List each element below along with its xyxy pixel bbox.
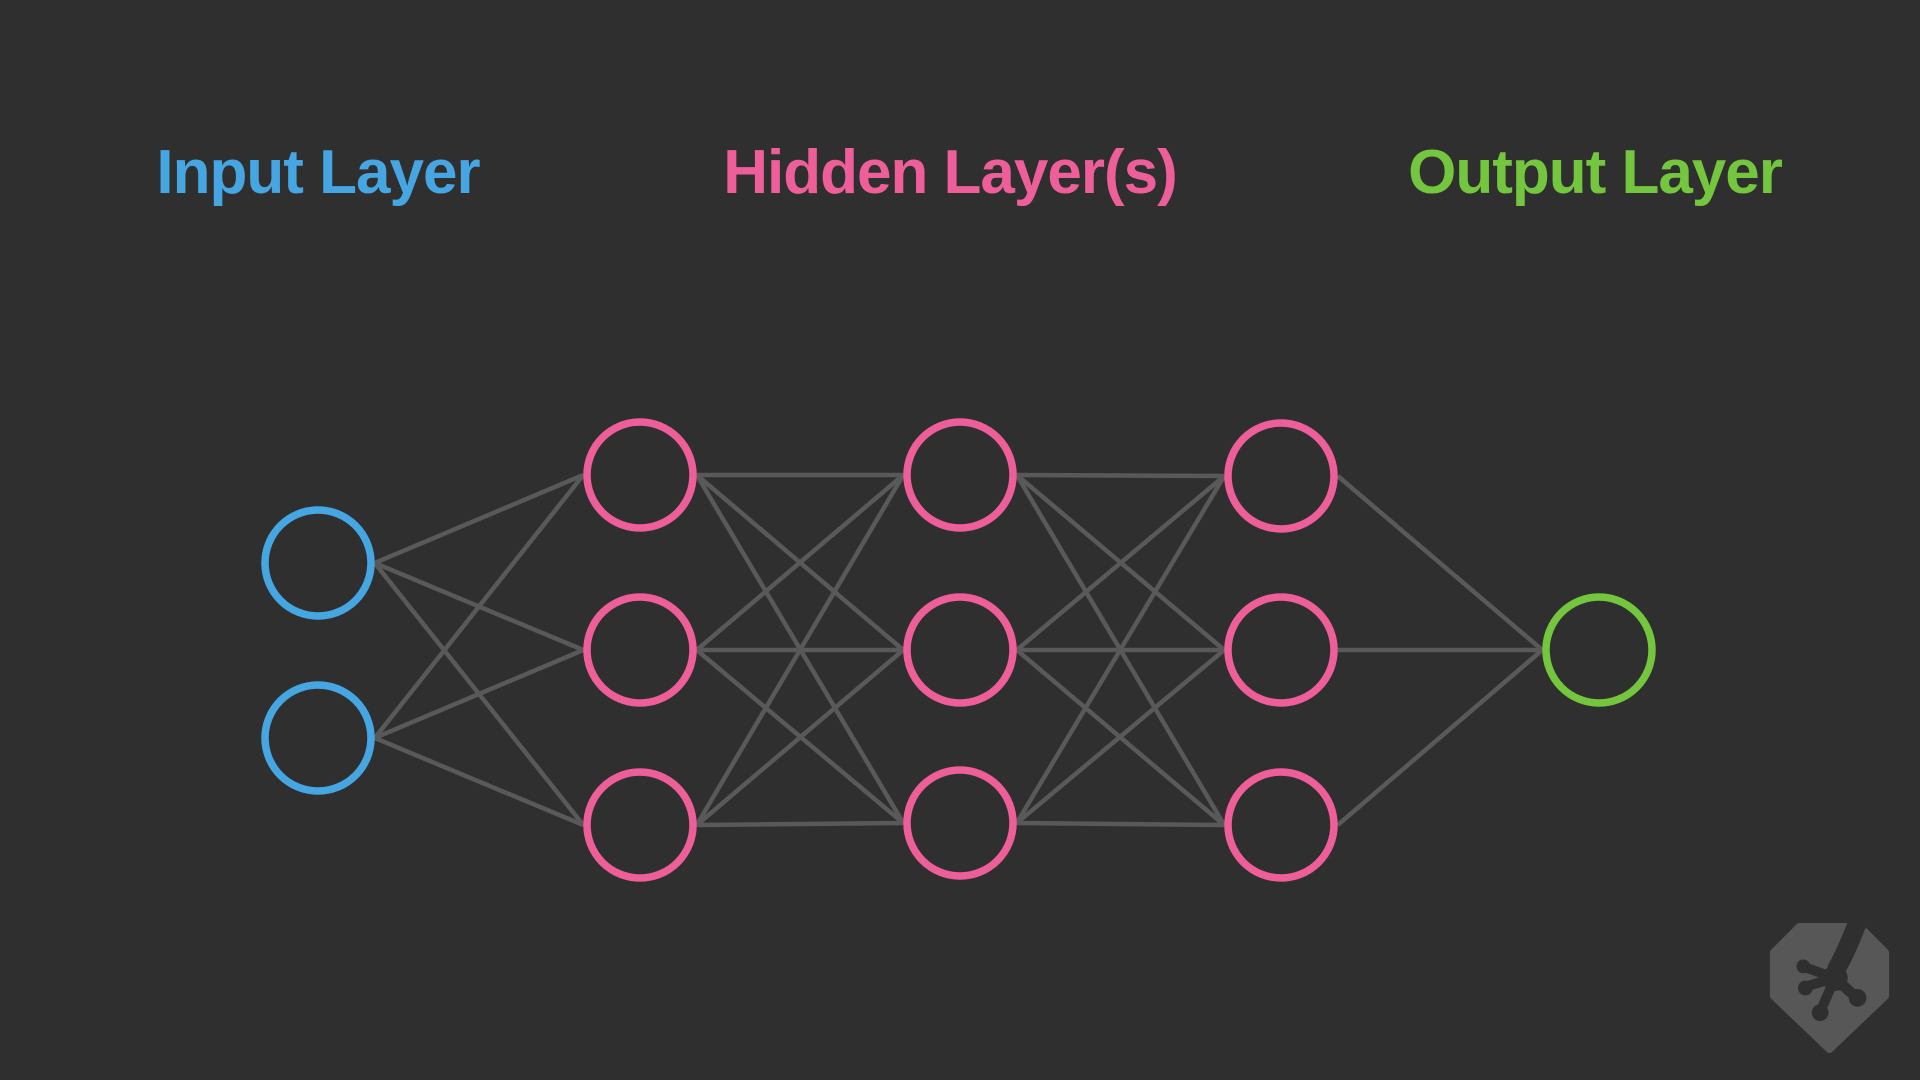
edge <box>695 648 905 827</box>
output-layer-heading: Output Layer <box>1408 138 1783 207</box>
hidden-1-node-1 <box>583 418 697 532</box>
frog-foot-cutout <box>1796 923 1867 1021</box>
hidden-1-node-2 <box>583 593 697 707</box>
edge <box>696 820 904 828</box>
edge <box>694 473 906 827</box>
hidden-3-node-1 <box>1224 419 1338 533</box>
edge <box>695 473 905 652</box>
input-node-2 <box>261 681 375 795</box>
edge <box>372 473 586 740</box>
edge <box>1016 820 1225 828</box>
edge <box>1336 474 1544 652</box>
hidden-1-node-3 <box>583 768 697 882</box>
edge <box>373 735 585 828</box>
hidden-2-node-1 <box>903 418 1017 532</box>
input-layer-heading: Input Layer <box>156 138 480 207</box>
hidden-2-node-3 <box>903 766 1017 880</box>
hidden-2-node-2 <box>903 593 1017 707</box>
hidden-3-node-3 <box>1224 768 1338 882</box>
edge <box>1014 474 1227 825</box>
output-node-1 <box>1542 593 1656 707</box>
hidden-layer-heading: Hidden Layer(s) <box>723 138 1178 207</box>
input-node-1 <box>261 506 375 620</box>
edge <box>1016 472 1225 479</box>
edge <box>1015 648 1226 825</box>
edge <box>1336 648 1544 827</box>
edge <box>373 472 585 566</box>
edge <box>1015 474 1226 652</box>
edge <box>373 647 585 741</box>
hidden-3-node-2 <box>1224 593 1338 707</box>
hexagon-frog-foot-logo <box>1769 923 1890 1053</box>
